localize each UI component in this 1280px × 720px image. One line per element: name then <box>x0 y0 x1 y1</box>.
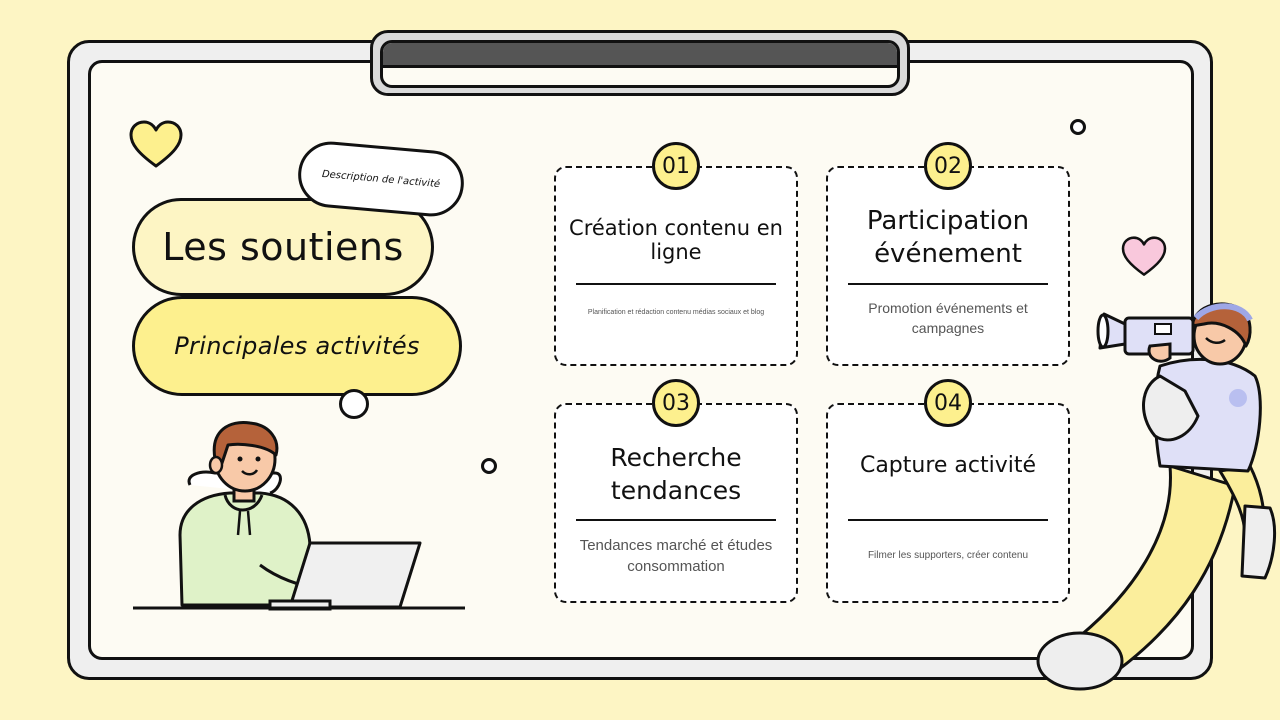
card-title: Recherche tendances <box>610 443 742 505</box>
card-description: Promotion événements et campagnes <box>868 300 1028 336</box>
card-description: Tendances marché et études consommation <box>579 537 773 575</box>
card-title: Création contenu en ligne <box>569 216 783 265</box>
card-number-badge: 02 <box>924 142 972 190</box>
activity-card-3 <box>554 403 798 603</box>
activity-card-4 <box>826 403 1070 603</box>
person-at-laptop-illustration <box>133 420 465 611</box>
card-divider <box>848 283 1048 285</box>
decor-ring <box>1070 119 1086 135</box>
card-number-badge: 03 <box>652 379 700 427</box>
title-bubble: Les soutiens <box>132 198 434 296</box>
card-title: Participation événement <box>866 206 1030 269</box>
card-number-badge: 04 <box>924 379 972 427</box>
card-number-badge: 01 <box>652 142 700 190</box>
description-label: Description de l'activité <box>321 168 441 190</box>
decor-ring <box>481 458 497 474</box>
subtitle-bubble: Principales activités <box>132 296 462 396</box>
thought-dot <box>339 389 369 419</box>
card-divider <box>576 283 776 285</box>
clipboard-clip-inner <box>380 40 900 88</box>
page-title: Les soutiens <box>162 225 404 269</box>
activity-card-1 <box>554 166 798 366</box>
card-divider <box>576 519 776 521</box>
person-with-camera-illustration <box>1036 302 1276 691</box>
card-title: Capture activité <box>859 453 1037 478</box>
subtitle: Principales activités <box>174 332 420 360</box>
card-divider <box>848 519 1048 521</box>
heart-icon <box>129 120 183 168</box>
heart-icon <box>1121 236 1167 276</box>
card-description: Planification et rédaction contenu média… <box>587 309 765 316</box>
card-description: Filmer les supporters, créer contenu <box>867 550 1029 561</box>
